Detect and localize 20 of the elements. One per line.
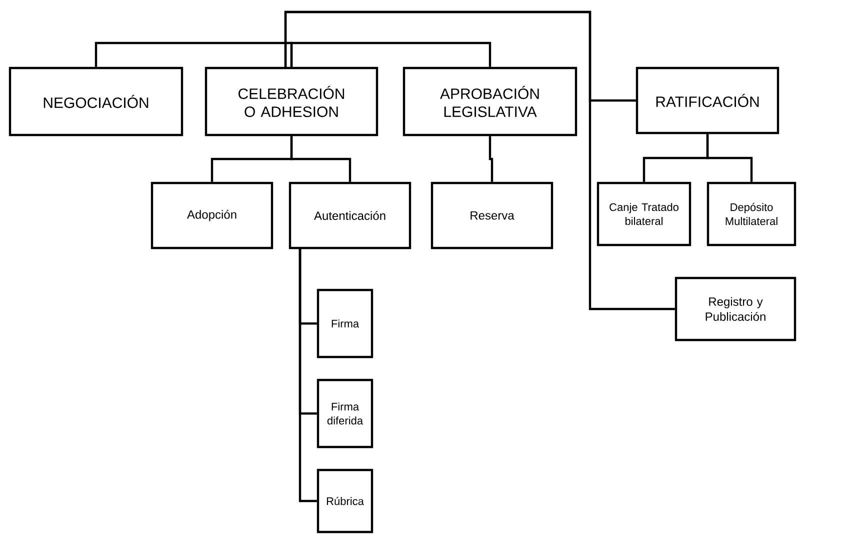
box: Reserva [430,182,554,250]
connector [94,42,293,67]
box: RATIFICACIÓN [636,66,780,134]
box: Firma diferida [316,378,374,448]
box: Adopción [150,182,274,250]
connector [488,136,494,182]
connector [298,248,317,502]
box: Canje Tratado bilateral [596,182,692,246]
connector [706,134,753,182]
box: APROBACIÓN LEGISLATIVA [402,66,578,136]
connector [284,10,675,310]
box: Depósito Multilateral [706,182,796,246]
box: Rúbrica [316,468,374,534]
box: Autenticación [288,182,412,250]
box: NEGOCIACIÓN [8,66,184,136]
box: Registro y Publicación [674,276,796,342]
box: Firma [316,288,374,358]
box: CELEBRACIÓN O ADHESION [204,66,378,136]
connector [290,42,492,67]
connector [290,136,352,182]
